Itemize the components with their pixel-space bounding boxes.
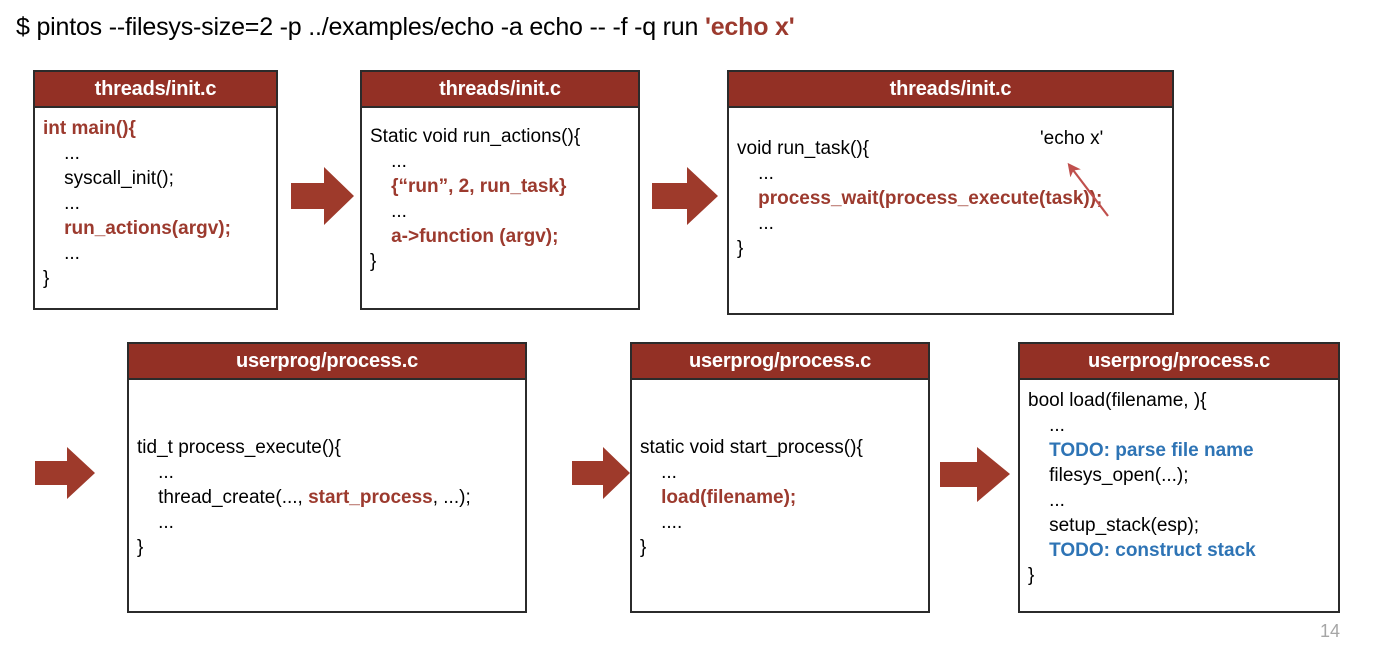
code-line: {“run”, 2, run_task} <box>370 176 567 197</box>
code-box-userprog-load[interactable]: userprog/process.c bool load(filename, )… <box>1018 342 1340 613</box>
code-box-body: int main(){ ... syscall_init(); ... run_… <box>35 108 276 295</box>
code-line: static void start_process(){ <box>640 437 863 458</box>
code-line: filesys_open(...); <box>1028 465 1189 486</box>
code-line: ... <box>370 201 407 222</box>
code-box-body: tid_t process_execute(){ ... thread_crea… <box>129 380 525 564</box>
command-argument: 'echo x' <box>704 13 795 41</box>
code-box-body: Static void run_actions(){ ... {“run”, 2… <box>362 108 638 278</box>
code-line: ... <box>137 462 174 483</box>
code-line: Static void run_actions(){ <box>370 126 581 147</box>
code-line: run_actions(argv); <box>43 218 231 239</box>
code-box-userprog-start-process[interactable]: userprog/process.c static void start_pro… <box>630 342 930 613</box>
code-line: ... <box>1028 490 1065 511</box>
code-box-threads-init-run-actions[interactable]: threads/init.c Static void run_actions()… <box>360 70 640 310</box>
code-box-title: threads/init.c <box>362 72 638 108</box>
code-line: ... <box>737 163 774 184</box>
code-line-todo-parse: TODO: parse file name <box>1028 440 1254 461</box>
pintos-command-line: $ pintos --filesys-size=2 -p ../examples… <box>16 10 795 44</box>
flow-arrow-icon <box>572 447 630 499</box>
echo-x-annotation-label: 'echo x' <box>1040 128 1104 149</box>
code-line: ... <box>640 462 677 483</box>
code-line: load(filename); <box>640 487 797 508</box>
code-box-title: threads/init.c <box>729 72 1172 108</box>
code-box-body: static void start_process(){ ... load(fi… <box>632 380 928 564</box>
code-line: a->function (argv); <box>370 226 559 247</box>
code-line: tid_t process_execute(){ <box>137 437 341 458</box>
code-box-title: threads/init.c <box>35 72 276 108</box>
code-token-start-process: start_process <box>308 487 433 508</box>
code-line: ... <box>370 151 407 172</box>
code-line: } <box>1028 565 1035 586</box>
code-line-thread-create: thread_create(..., start_process, ...); <box>137 485 521 510</box>
code-box-body: bool load(filename, ){ ... TODO: parse f… <box>1020 380 1338 592</box>
code-line: } <box>137 537 144 558</box>
code-line: process_wait(process_execute(task)); <box>737 188 1103 209</box>
code-line: ... <box>1028 415 1065 436</box>
code-box-title: userprog/process.c <box>632 344 928 380</box>
flow-arrow-icon <box>940 447 1010 502</box>
code-line: ... <box>137 512 174 533</box>
code-line: } <box>370 251 377 272</box>
flow-arrow-icon <box>291 167 354 225</box>
code-line: ... <box>43 143 80 164</box>
code-token: , ...); <box>432 487 471 508</box>
code-line: syscall_init(); <box>43 168 174 189</box>
code-box-threads-init-run-task[interactable]: threads/init.c void run_task(){ ... proc… <box>727 70 1174 315</box>
code-box-userprog-process-execute[interactable]: userprog/process.c tid_t process_execute… <box>127 342 527 613</box>
code-box-title: userprog/process.c <box>1020 344 1338 380</box>
code-line: .... <box>640 512 683 533</box>
code-line: ... <box>43 193 80 214</box>
code-line: } <box>640 537 647 558</box>
code-box-threads-init-main[interactable]: threads/init.c int main(){ ... syscall_i… <box>33 70 278 310</box>
flow-arrow-icon <box>652 167 718 225</box>
code-line: } <box>43 268 50 289</box>
code-box-title: userprog/process.c <box>129 344 525 380</box>
annotation-arrow-icon <box>1067 162 1109 217</box>
code-line: bool load(filename, ){ <box>1028 390 1207 411</box>
code-line: void run_task(){ <box>737 138 870 159</box>
flow-arrow-icon <box>35 447 95 499</box>
command-prefix: $ pintos --filesys-size=2 -p ../examples… <box>16 13 705 41</box>
code-line: setup_stack(esp); <box>1028 515 1200 536</box>
code-line: ... <box>43 243 80 264</box>
slide-number: 14 <box>1319 621 1340 641</box>
code-box-body: void run_task(){ ... process_wait(proces… <box>729 108 1172 265</box>
code-line: ... <box>737 213 774 234</box>
code-token: thread_create(..., <box>137 487 309 508</box>
code-line: int main(){ <box>43 118 136 139</box>
code-line: } <box>737 238 744 259</box>
code-line-todo-construct: TODO: construct stack <box>1028 540 1256 561</box>
